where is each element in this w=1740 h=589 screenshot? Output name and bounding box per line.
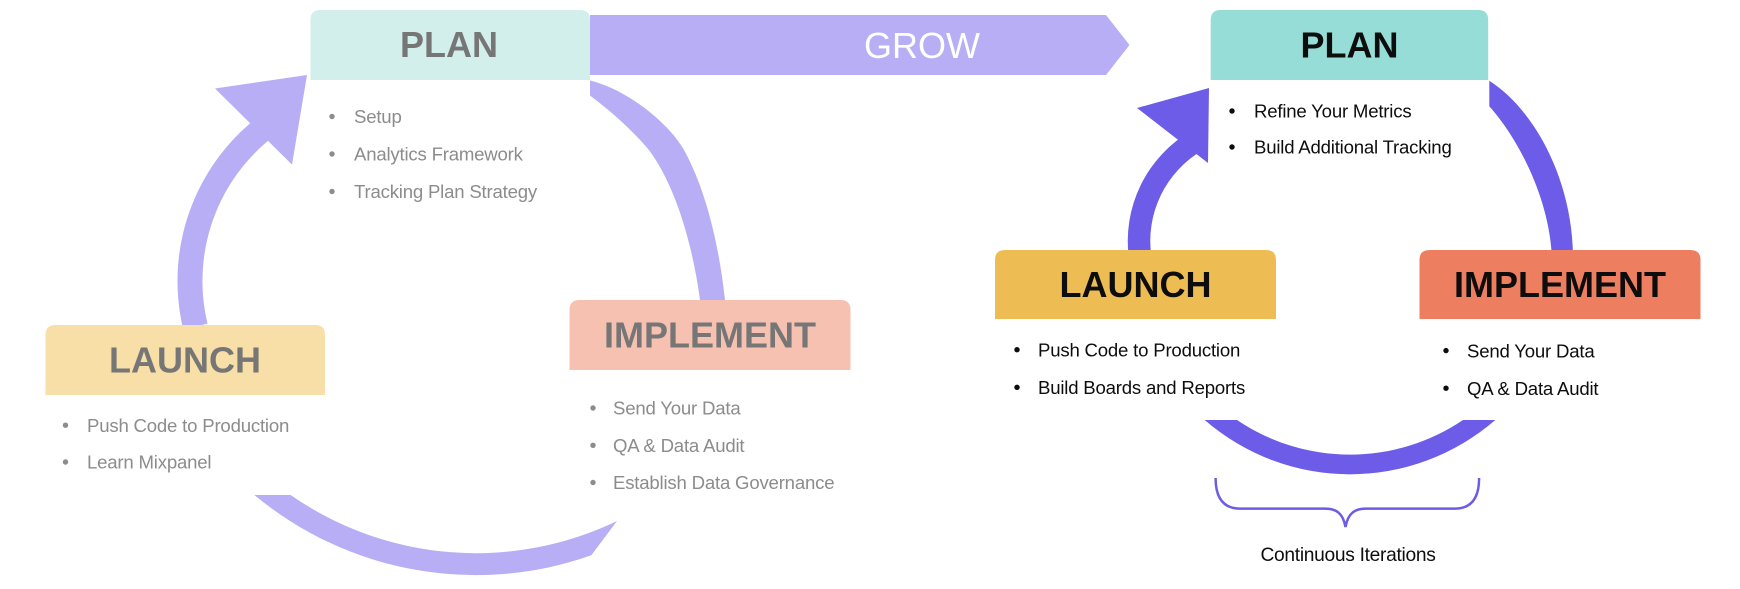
svg-text:QA & Data Audit: QA & Data Audit [613, 435, 745, 456]
svg-text:Continuous Iterations: Continuous Iterations [1260, 545, 1435, 566]
svg-text:GROW: GROW [864, 25, 980, 66]
svg-text:Push Code to Production: Push Code to Production [87, 415, 289, 436]
svg-text:PLAN: PLAN [400, 24, 498, 65]
svg-text:Build Boards and Reports: Build Boards and Reports [1038, 377, 1245, 398]
svg-text:Setup: Setup [354, 106, 402, 127]
svg-text:Tracking Plan Strategy: Tracking Plan Strategy [354, 181, 538, 202]
svg-text:LAUNCH: LAUNCH [1060, 264, 1212, 305]
svg-text:LAUNCH: LAUNCH [109, 340, 261, 381]
svg-text:Learn Mixpanel: Learn Mixpanel [87, 452, 211, 473]
svg-text:PLAN: PLAN [1301, 25, 1399, 66]
svg-text:Send Your Data: Send Your Data [1467, 340, 1595, 361]
svg-text:Refine Your Metrics: Refine Your Metrics [1254, 101, 1411, 122]
svg-text:Send Your Data: Send Your Data [613, 398, 741, 419]
svg-text:Establish Data Governance: Establish Data Governance [613, 472, 834, 493]
svg-text:QA & Data Audit: QA & Data Audit [1467, 378, 1599, 399]
svg-text:Analytics Framework: Analytics Framework [354, 144, 524, 165]
svg-text:IMPLEMENT: IMPLEMENT [1454, 264, 1666, 305]
svg-text:Build Additional Tracking: Build Additional Tracking [1254, 137, 1452, 158]
svg-text:Push Code to Production: Push Code to Production [1038, 339, 1240, 360]
svg-text:IMPLEMENT: IMPLEMENT [604, 315, 816, 356]
